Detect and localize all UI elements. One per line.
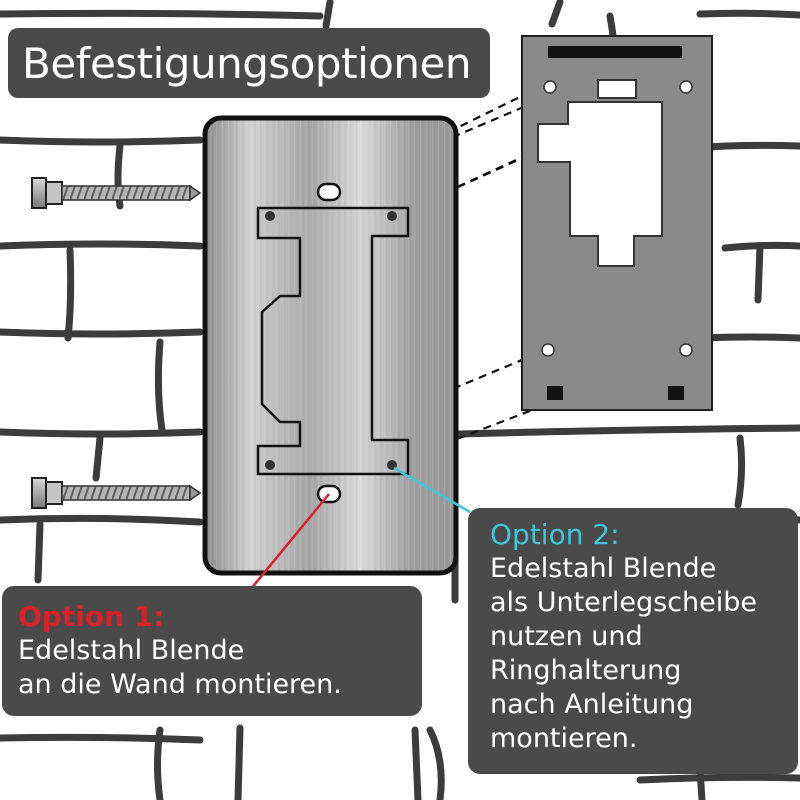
option2-callout: Option 2: Edelstahl Blende als Unterlegs… xyxy=(468,508,798,774)
option1-heading: Option 1: xyxy=(18,600,165,633)
ring-mount-bracket xyxy=(521,35,713,411)
option1-line: an die Wand montieren. xyxy=(18,669,342,700)
upper-slot xyxy=(316,182,342,202)
title-banner: Befestigungsoptionen xyxy=(8,28,490,98)
option1-pointer xyxy=(249,493,330,591)
screw-icon xyxy=(31,177,202,209)
steel-plate xyxy=(202,115,459,576)
screw-icon xyxy=(31,477,202,509)
option2-line: Edelstahl Blende xyxy=(490,553,717,584)
option2-heading: Option 2: xyxy=(490,518,620,551)
option2-line: nutzen und xyxy=(490,621,643,652)
option2-line: Ringhalterung xyxy=(490,655,682,686)
option2-line: als Unterlegscheibe xyxy=(490,587,758,618)
option2-line: montieren. xyxy=(490,723,638,754)
option2-pointer xyxy=(393,466,471,514)
option1-line: Edelstahl Blende xyxy=(18,635,245,666)
option1-callout: Option 1: Edelstahl Blende an die Wand m… xyxy=(2,586,422,716)
page-title: Befestigungsoptionen xyxy=(22,38,472,88)
option2-line: nach Anleitung xyxy=(490,689,694,720)
